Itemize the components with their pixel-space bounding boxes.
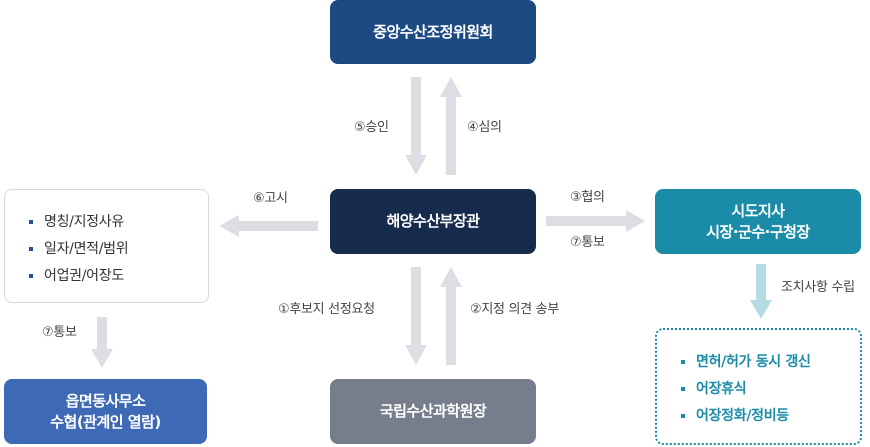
label-notify-office: ⑦통보 <box>42 325 77 340</box>
label-deliberation: ④심의 <box>467 120 502 135</box>
node-label-line-1: 읍면동사무소 <box>65 391 146 410</box>
list-item: 어장정화/정비등 <box>681 402 860 429</box>
arrow-right-consultation <box>546 210 645 232</box>
node-fisheries-adjustment-committee: 중앙수산조정위원회 <box>330 0 536 64</box>
bullet-icon <box>681 386 685 391</box>
node-label-line-2: 수협(관계인 열람) <box>50 412 161 431</box>
list-item: 면허/허가 동시 갱신 <box>681 348 860 375</box>
node-national-fisheries-science-institute: 국립수산과학원장 <box>330 379 536 444</box>
arrow-left-announcement <box>219 215 318 237</box>
label-announcement: ⑥고시 <box>253 191 288 206</box>
bullet-icon <box>29 273 33 278</box>
list-item: 명칭/지정사유 <box>29 208 208 235</box>
node-label-line-1: 시도지사 <box>731 201 785 220</box>
arrow-up-deliberation <box>440 77 462 175</box>
arrow-down-approval <box>405 77 427 175</box>
label-approval: ⑤승인 <box>354 120 389 135</box>
arrow-down-notify-office <box>91 317 113 368</box>
label-consultation: ③협의 <box>570 190 605 205</box>
node-label: 해양수산부장관 <box>386 212 480 230</box>
announcement-details-box: 명칭/지정사유 일자/면적/범위 어업권/어장도 <box>4 189 209 303</box>
label-opinion-send: ②지정 의견 송부 <box>470 302 559 317</box>
node-town-office-fisheries-cooperative: 읍면동사무소 수협(관계인 열람) <box>4 379 207 444</box>
list-item: 어장휴식 <box>681 375 860 402</box>
node-minister-of-oceans-and-fisheries: 해양수산부장관 <box>330 189 536 254</box>
node-label: 중앙수산조정위원회 <box>373 22 493 41</box>
bullet-icon <box>681 413 685 418</box>
node-provincial-governor-mayor: 시도지사 시장·군수·구청장 <box>655 189 861 254</box>
list-item: 어업권/어장도 <box>29 262 208 289</box>
label-notify-governor: ⑦통보 <box>570 235 605 250</box>
bullet-icon <box>29 246 33 251</box>
bullet-icon <box>29 219 33 224</box>
list-item: 일자/면적/범위 <box>29 235 208 262</box>
node-label: 국립수산과학원장 <box>379 402 487 420</box>
bullet-icon <box>681 359 685 364</box>
arrow-down-candidate-request <box>405 267 427 365</box>
measures-details-box: 면허/허가 동시 갱신 어장휴식 어장정화/정비등 <box>655 328 862 445</box>
label-candidate-request: ①후보지 선정요청 <box>278 302 375 317</box>
node-label-line-2: 시장·군수·구청장 <box>706 222 810 241</box>
arrow-up-opinion-send <box>440 267 462 365</box>
arrow-down-measures <box>750 264 772 319</box>
label-measures: 조치사항 수립 <box>781 280 855 295</box>
